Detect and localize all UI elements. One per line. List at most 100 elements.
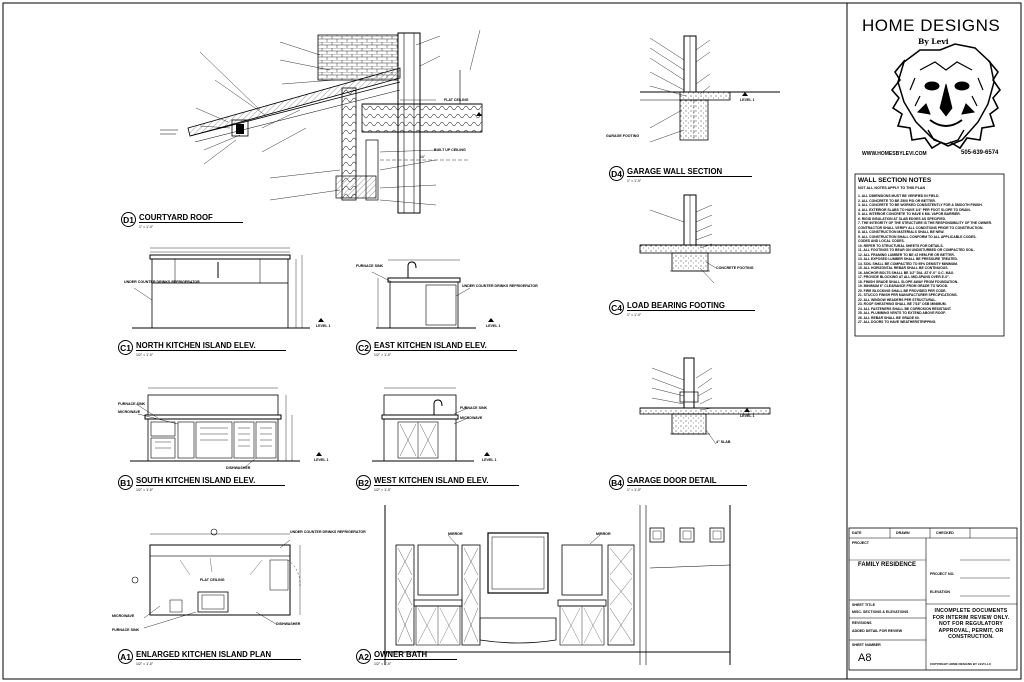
detail-scale: 1/2" = 1'-0" — [136, 353, 154, 357]
tb-scale-label: ELEVATION — [930, 590, 951, 594]
label-dishwasher-a1: DISHWASHER — [276, 622, 301, 626]
tb-sheet-title-label: SHEET TITLE — [852, 603, 875, 607]
detail-id-bubble: A2 — [356, 649, 371, 664]
note-item: 24. ALL FASTENERS SHALL BE CORROSION RES… — [858, 306, 952, 311]
label-microwave-b1: MICROWAVE — [118, 410, 141, 414]
detail-title-text: GARAGE WALL SECTION — [627, 167, 753, 177]
note-item: 19. MINIMUM 6" CLEARANCE FROM GRADE TO W… — [858, 284, 949, 288]
note-item: 14. SOIL SHALL BE COMPACTED TO 95% DENSI… — [858, 261, 958, 266]
detail-c2-linework — [371, 259, 494, 329]
detail-scale: 1/2" = 1'-0" — [374, 353, 392, 357]
note-item: CODES AND LOCAL CODES. — [858, 239, 905, 243]
detail-scale: 1/2" = 1'-0" — [136, 488, 154, 492]
detail-scale: 1/2" = 1'-0" — [374, 488, 392, 492]
detail-title-text: COURTYARD ROOF — [139, 213, 243, 223]
label-flat-ceiling: FLAT CEILING — [444, 98, 469, 102]
detail-b4-linework — [639, 357, 771, 445]
detail-title-text: GARAGE DOOR DETAIL — [627, 476, 747, 486]
note-item: 5. ALL INTERIOR CONCRETE TO HAVE 6 MIL V… — [858, 212, 961, 216]
brand-byline: By Levi — [918, 37, 949, 46]
label-undercounter-fridge-c2: UNDER COUNTER DRINKS REFRIGERATOR — [462, 284, 538, 288]
note-item: 17. PROVIDE BLOCKING AT ALL MID-SPANS OV… — [858, 275, 950, 279]
tb-warning: INCOMPLETE DOCUMENTS FOR INTERIM REVIEW … — [932, 608, 1010, 641]
note-item: 27. ALL DOORS TO HAVE WEATHERSTRIPPING. — [858, 320, 937, 324]
label-furnace-sink-b2: FURNACE SINK — [460, 406, 488, 410]
tb-sheet-number: A8 — [858, 652, 872, 664]
detail-id-bubble: C4 — [609, 300, 624, 315]
detail-title-b1: B1 SOUTH KITCHEN ISLAND ELEV. 1/2" = 1'-… — [118, 475, 286, 492]
note-item: 22. ALL WINDOW HEADERS PER STRUCTURAL. — [858, 297, 937, 302]
label-level-b1: LEVEL 1 — [314, 458, 329, 462]
detail-c4-linework — [639, 194, 771, 284]
note-item: 12. ALL FRAMING LUMBER TO BE #2 HEM-FIR … — [858, 252, 955, 257]
note-item: 25. ALL PLUMBING VENTS TO EXTEND ABOVE R… — [858, 311, 946, 315]
label-flat-ceiling-a1: FLAT CEILING — [200, 578, 225, 582]
note-item: 4. ALL EXTERIOR SLABS TO HAVE 1/4" PER F… — [858, 207, 971, 212]
note-item: 7. THE INTEGRITY OF THE STRUCTURE IS THE… — [858, 221, 993, 225]
note-item: 26. ALL REBAR SHALL BE GRADE 60. — [858, 315, 920, 320]
detail-id-bubble: B1 — [118, 475, 133, 490]
notes-subtitle: NOT ALL NOTES APPLY TO THIS PLAN — [858, 186, 926, 190]
tb-sheet-number-label: SHEET NUMBER — [852, 643, 881, 647]
note-item: 3. ALL CONCRETE TO BE WORKED CONSISTENTL… — [858, 203, 983, 207]
detail-title-text: WEST KITCHEN ISLAND ELEV. — [374, 476, 519, 486]
note-item: 15. ALL HORIZONTAL REBAR SHALL BE CONTIN… — [858, 266, 949, 270]
detail-d4-linework — [640, 35, 780, 143]
label-level-c1: LEVEL 1 — [316, 324, 331, 328]
label-level-d4: LEVEL 1 — [740, 98, 755, 102]
detail-title-c1: C1 NORTH KITCHEN ISLAND ELEV. 1/2" = 1'-… — [118, 340, 286, 357]
detail-title-d1: D1 COURTYARD ROOF 1" = 1'-0" — [121, 212, 243, 229]
detail-scale: 1" = 1'-0" — [627, 313, 642, 317]
detail-scale: 1/2" = 1'-0" — [374, 662, 392, 666]
label-furnace-sink-b1: FURNACE SINK — [118, 402, 146, 406]
label-level-b2: LEVEL 1 — [482, 458, 497, 462]
note-item: 16. ANCHOR BOLTS SHALL BE 1/2" DIA. AT 6… — [858, 270, 955, 275]
label-microwave-b2: MICROWAVE — [460, 416, 483, 420]
detail-id-bubble: D1 — [121, 212, 136, 227]
detail-scale: 1" = 1'-0" — [627, 179, 642, 183]
detail-title-a1: A1 ENLARGED KITCHEN ISLAND PLAN 1/2" = 1… — [118, 649, 302, 666]
detail-title-b2: B2 WEST KITCHEN ISLAND ELEV. 1/2" = 1'-0… — [356, 475, 519, 492]
label-microwave-a1: MICROWAVE — [112, 614, 135, 618]
tb-drawn-label: DRAWN — [896, 531, 910, 535]
svg-text:16": 16" — [420, 155, 426, 159]
tb-sheet-title-text: MISC. SECTIONS & ELEVATIONS — [852, 610, 909, 614]
label-garage-footing: GARAGE FOOTING — [606, 134, 640, 138]
detail-id-bubble: A1 — [118, 649, 133, 664]
detail-b2-linework — [372, 387, 490, 462]
brand-phone: 505-639-6574 — [961, 150, 999, 156]
note-item: 9. ALL CONSTRUCTION SHALL CONFORM TO ALL… — [858, 234, 977, 239]
label-furnace-sink-a1: FURNACE SINK — [112, 628, 140, 632]
brand-name: HOME DESIGNS — [862, 16, 1001, 35]
tb-date-label: DATE — [852, 531, 862, 535]
lion-logo-drawing — [890, 43, 1002, 150]
tb-checked-label: CHECKED — [936, 531, 954, 535]
label-level-b4: LEVEL 1 — [740, 414, 755, 418]
tb-project-no-label: PROJECT NO. — [930, 572, 955, 576]
note-item: 10. REFER TO STRUCTURAL SHEETS FOR DETAI… — [858, 243, 944, 248]
label-furnace-sink-c2: FURNACE SINK — [356, 264, 384, 268]
note-item: 21. STUCCO FINISH PER MANUFACTURER SPECI… — [858, 293, 958, 297]
detail-d1-linework: 16" — [160, 29, 483, 214]
detail-scale: 1" = 1'-0" — [627, 488, 642, 492]
detail-id-bubble: B2 — [356, 475, 371, 490]
detail-title-b4: B4 GARAGE DOOR DETAIL 1" = 1'-0" — [609, 475, 747, 492]
label-undercounter-fridge-a1: UNDER COUNTER DRINKS REFRIGERATOR — [290, 530, 366, 534]
label-dishwasher-b1: DISHWASHER — [226, 466, 251, 470]
detail-title-c2: C2 EAST KITCHEN ISLAND ELEV. 1/2" = 1'-0… — [356, 340, 517, 357]
detail-title-d4: D4 GARAGE WALL SECTION 1" = 1'-0" — [609, 166, 753, 183]
note-item: 13. ALL EXPOSED LUMBER SHALL BE PRESSURE… — [858, 257, 958, 261]
detail-scale: 1/2" = 1'-0" — [136, 662, 154, 666]
note-item: 20. FIRE BLOCKING SHALL BE PROVIDED PER … — [858, 288, 947, 293]
detail-title-text: SOUTH KITCHEN ISLAND ELEV. — [136, 476, 286, 486]
detail-title-a2: A2 OWNER BATH 1/2" = 1'-0" — [356, 649, 458, 666]
note-item: CONTRACTOR SHALL VERIFY ALL CONDITIONS P… — [858, 225, 984, 230]
note-item: 8. ALL CONSTRUCTION MATERIALS SHALL BE N… — [858, 230, 945, 234]
detail-id-bubble: D4 — [609, 166, 624, 181]
detail-b1-linework — [130, 387, 322, 469]
notes-title: WALL SECTION NOTES — [858, 177, 932, 184]
detail-title-text: ENLARGED KITCHEN ISLAND PLAN — [136, 650, 302, 660]
detail-title-c4: C4 LOAD BEARING FOOTING 1" = 1'-0" — [609, 300, 755, 317]
tb-revision-label: REVISIONS — [852, 621, 872, 625]
